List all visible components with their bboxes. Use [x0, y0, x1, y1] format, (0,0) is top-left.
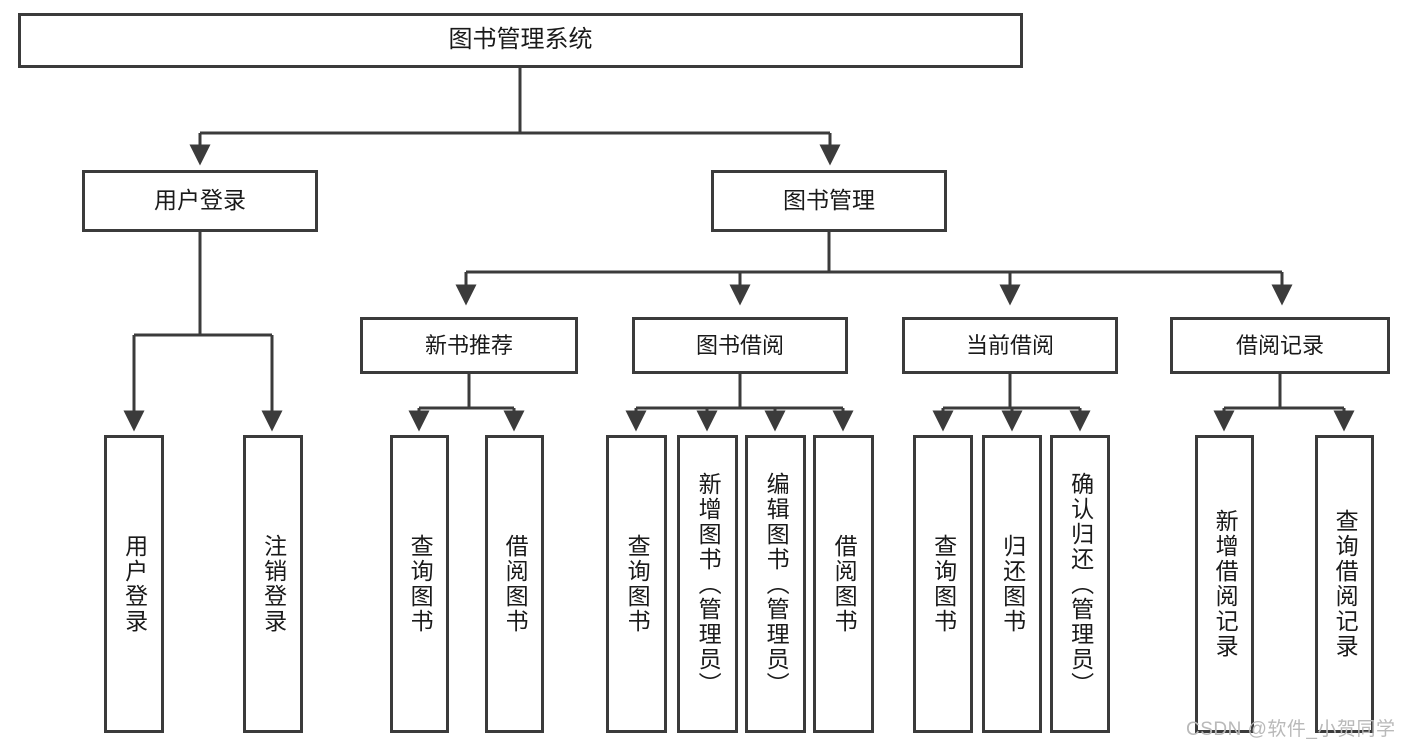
node-label: 借阅图书 [831, 534, 858, 634]
node-label: 借阅图书 [502, 534, 529, 634]
leaf-book-borrow-edit-book-admin[interactable]: 编辑图书（管理员） [745, 435, 806, 733]
node-label: 图书借阅 [695, 332, 784, 358]
node-label: 查询借阅记录 [1332, 509, 1359, 659]
node-label: 查询图书 [407, 534, 434, 634]
node-new-book-recommend[interactable]: 新书推荐 [360, 317, 578, 374]
leaf-current-borrow-confirm-return-admin[interactable]: 确认归还（管理员） [1050, 435, 1110, 733]
node-label: 图书管理 [783, 187, 875, 214]
leaf-current-borrow-query-book[interactable]: 查询图书 [913, 435, 973, 733]
node-label: 新增图书（管理员） [695, 471, 722, 697]
watermark-text: CSDN @软件_小贺同学 [1186, 719, 1396, 740]
node-label: 当前借阅 [965, 332, 1054, 358]
leaf-new-book-borrow-book[interactable]: 借阅图书 [485, 435, 544, 733]
node-label: 确认归还（管理员） [1067, 471, 1094, 697]
node-root-book-management-system[interactable]: 图书管理系统 [18, 13, 1023, 68]
node-label: 新增借阅记录 [1212, 509, 1239, 659]
node-label: 查询图书 [624, 534, 651, 634]
node-label: 用户登录 [154, 187, 246, 214]
node-label: 注销登录 [260, 534, 287, 634]
leaf-book-borrow-borrow-book[interactable]: 借阅图书 [813, 435, 874, 733]
leaf-current-borrow-return-book[interactable]: 归还图书 [982, 435, 1042, 733]
node-label: 新书推荐 [424, 332, 513, 358]
node-label: 编辑图书（管理员） [763, 471, 790, 697]
node-book-management[interactable]: 图书管理 [711, 170, 947, 232]
node-label: 图书管理系统 [448, 26, 593, 54]
node-current-borrow[interactable]: 当前借阅 [902, 317, 1118, 374]
leaf-user-login-logout[interactable]: 注销登录 [243, 435, 303, 733]
leaf-new-book-query-book[interactable]: 查询图书 [390, 435, 449, 733]
leaf-user-login-login[interactable]: 用户登录 [104, 435, 164, 733]
node-label: 查询图书 [930, 534, 957, 634]
node-label: 归还图书 [999, 534, 1026, 634]
node-book-borrow[interactable]: 图书借阅 [632, 317, 848, 374]
node-label: 用户登录 [121, 534, 148, 634]
node-user-login[interactable]: 用户登录 [82, 170, 318, 232]
node-borrow-record[interactable]: 借阅记录 [1170, 317, 1390, 374]
leaf-book-borrow-add-book-admin[interactable]: 新增图书（管理员） [677, 435, 738, 733]
node-label: 借阅记录 [1235, 332, 1324, 358]
leaf-book-borrow-query-book[interactable]: 查询图书 [606, 435, 667, 733]
leaf-borrow-record-add-record[interactable]: 新增借阅记录 [1195, 435, 1254, 733]
leaf-borrow-record-query-record[interactable]: 查询借阅记录 [1315, 435, 1374, 733]
